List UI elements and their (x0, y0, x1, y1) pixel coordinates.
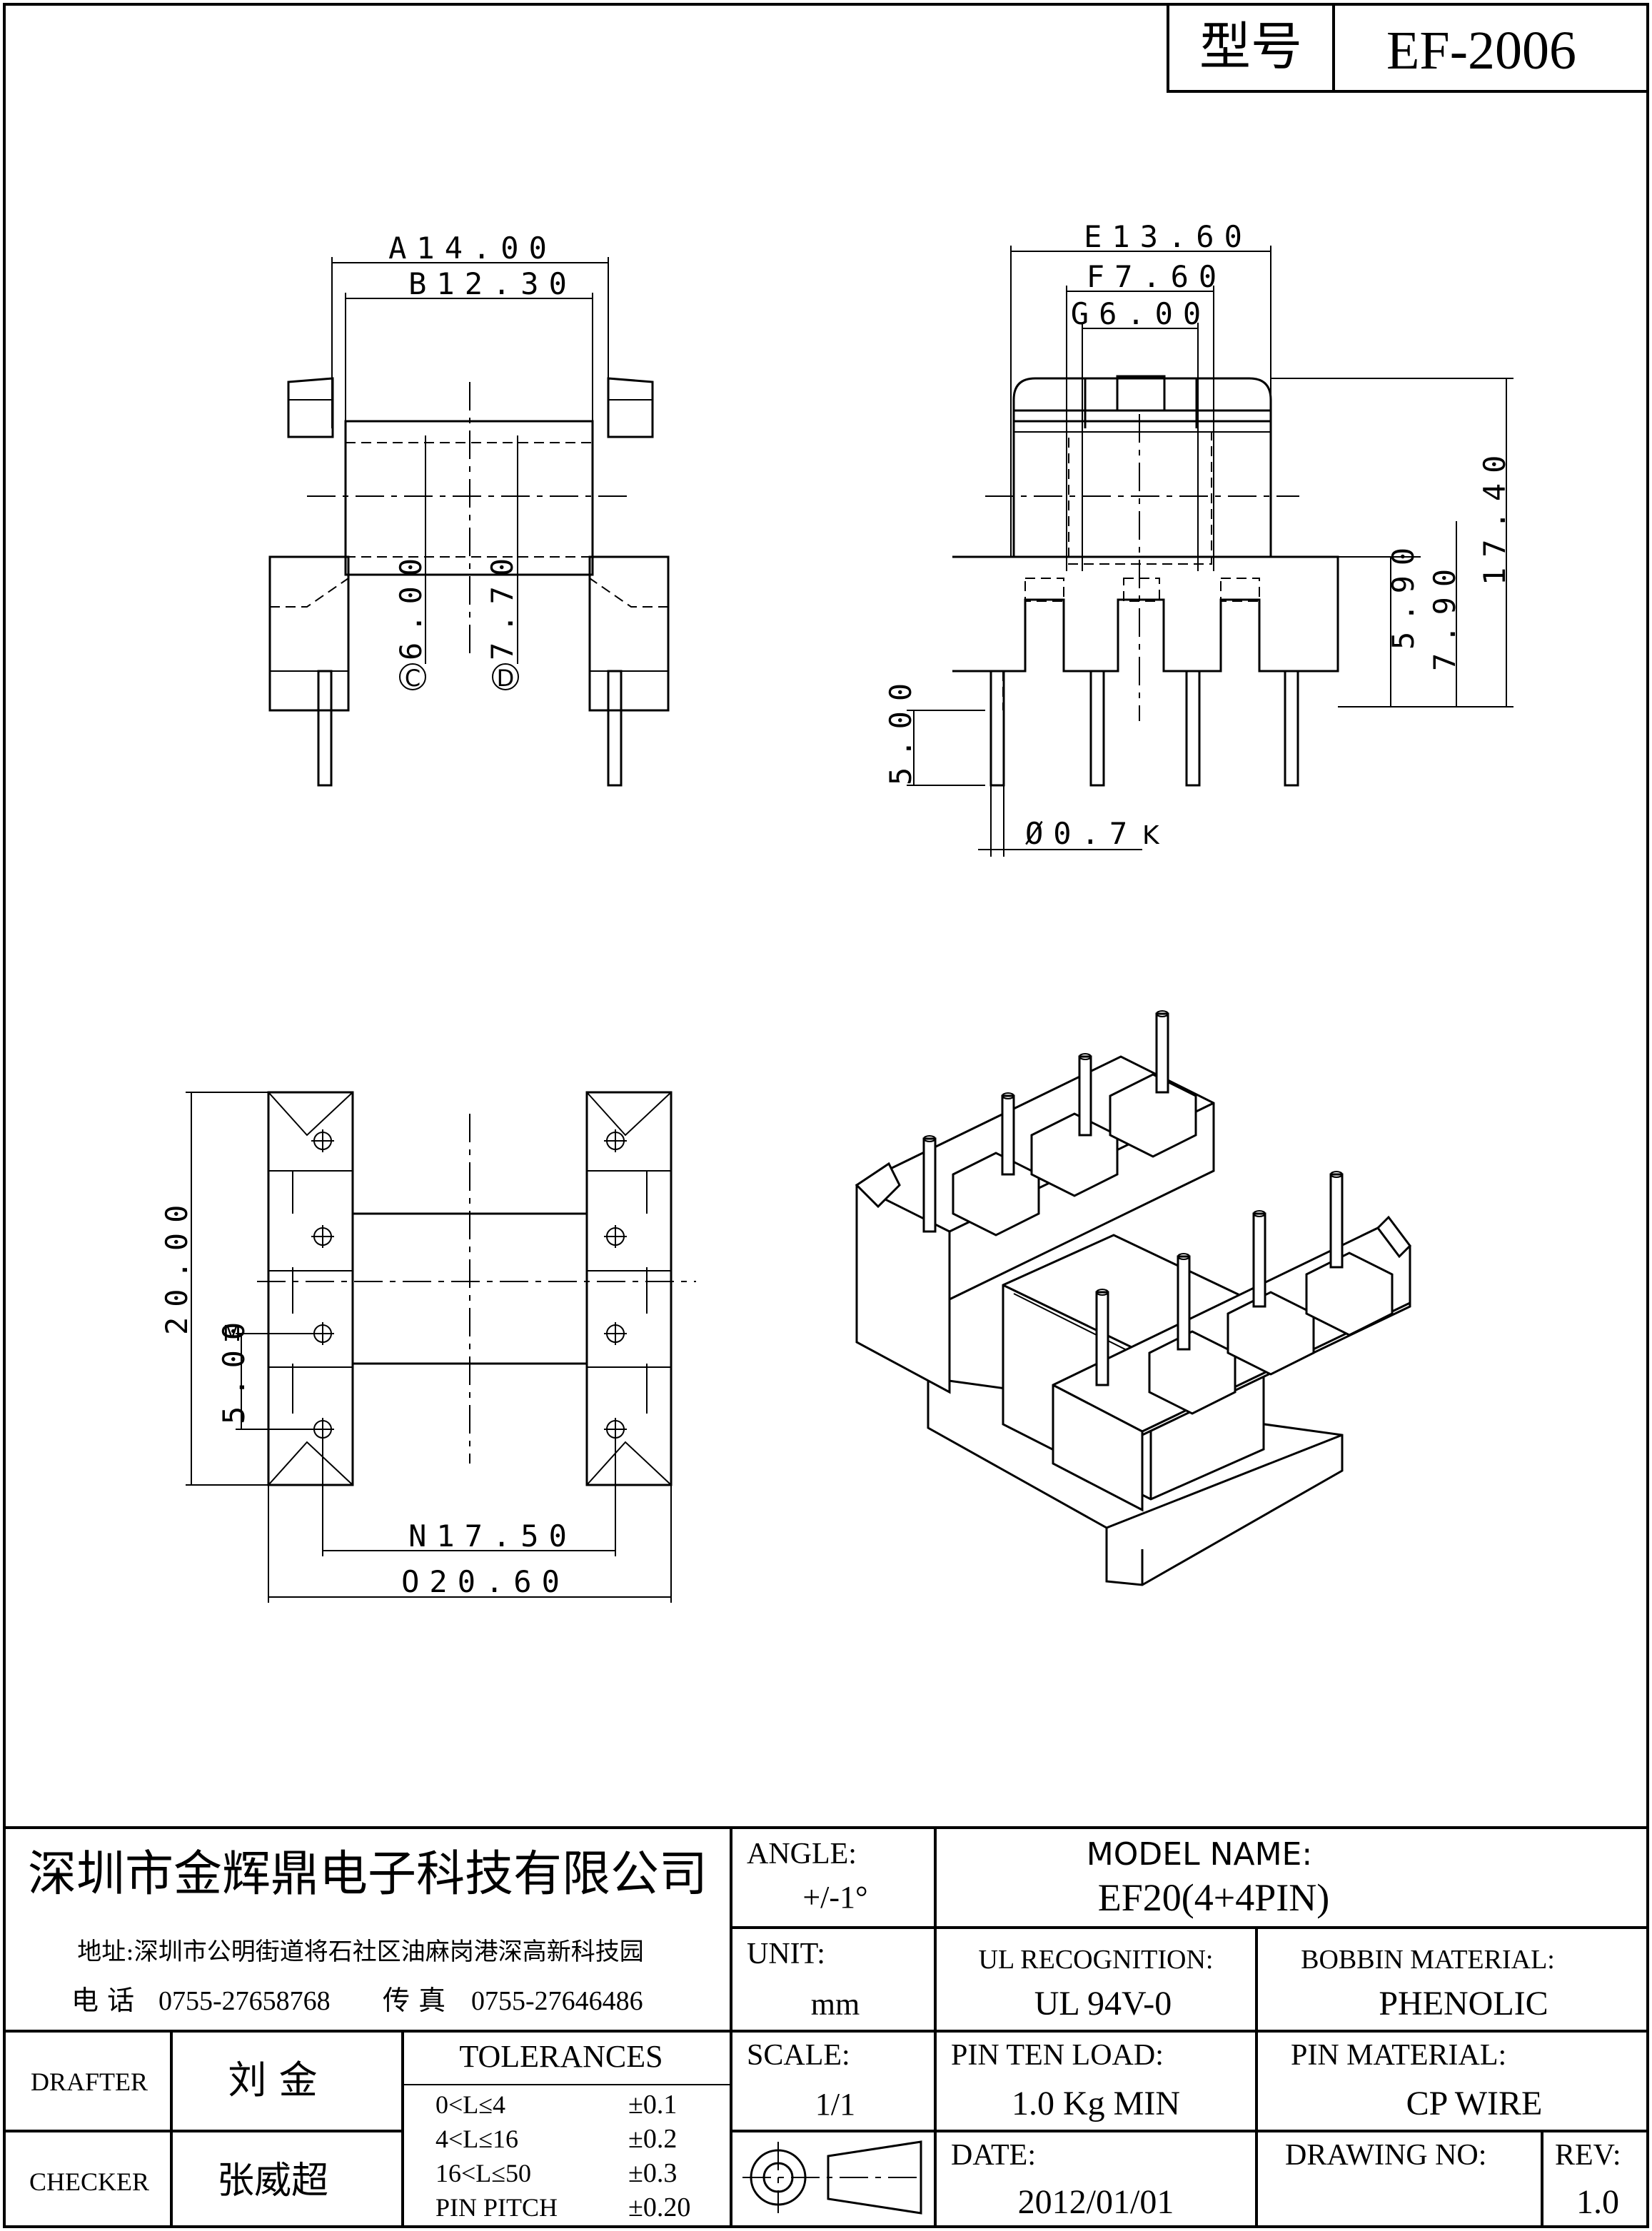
pin-load-value: 1.0 Kg MIN (1012, 2085, 1180, 2122)
pin-markers (311, 1129, 627, 1441)
dim-pin-diameter: Ø0.7 (1025, 816, 1137, 851)
drafter-label: DRAFTER (31, 2068, 148, 2096)
angle-value: +/-1° (802, 1880, 867, 1915)
checker-label: CHECKER (29, 2167, 149, 2196)
bobbin-value: PHENOLIC (1379, 1985, 1548, 2023)
drafter-name: 刘 金 (228, 2058, 317, 2102)
title-block: 深圳市金辉鼎电子科技有限公司 地址:深圳市公明街道将石社区油麻岗港深高新科技园 … (4, 1826, 1648, 2227)
dim-o: O20.60 (401, 1564, 570, 1599)
dim-h59: 5.90 (1386, 538, 1421, 650)
ul-label: UL RECOGNITION: (979, 1945, 1214, 1975)
dim-k-letter: K (1142, 821, 1160, 850)
unit-label: UNIT: (747, 1938, 825, 1970)
dim-h79: 7.90 (1427, 559, 1462, 671)
dim-d-letter: D (497, 665, 515, 692)
scale-label: SCALE: (747, 2039, 850, 2072)
model-label: 型号 (1199, 16, 1302, 76)
dim-g: G6.00 (1071, 296, 1211, 331)
ul-value: UL 94V-0 (1034, 1985, 1172, 2023)
front-view: A14.00 B12.30 6.00 C 7.70 (268, 231, 670, 787)
dim-pin-length: 5.00 (883, 673, 918, 785)
rev-value: 1.0 (1576, 2183, 1619, 2221)
phone-label: 电 话 (71, 1985, 134, 2016)
tolerance-range: PIN PITCH (435, 2193, 558, 2222)
model-name-value: EF20(4+4PIN) (1098, 1876, 1329, 1919)
unit-value: mm (811, 1987, 860, 2022)
drawing-no-label: DRAWING NO: (1285, 2139, 1486, 2172)
bobbin-label: BOBBIN MATERIAL: (1301, 1945, 1555, 1975)
dim-m: 5.00 (216, 1312, 251, 1424)
date-label: DATE: (951, 2139, 1036, 2172)
phone-number: 0755-27658768 (158, 1986, 331, 2016)
tolerance-value: ±0.3 (628, 2158, 677, 2188)
model-value: EF-2006 (1386, 21, 1576, 81)
model-box: 型号 EF-2006 (1167, 3, 1649, 93)
checker-name: 张威超 (217, 2160, 328, 2202)
dim-c: 6.00 (393, 548, 428, 660)
company-address: 地址:深圳市公明街道将石社区油麻岗港深高新科技园 (77, 1938, 643, 1966)
pin-material-label: PIN MATERIAL: (1291, 2039, 1506, 2072)
tolerance-rows: 0<L≤4 ±0.1 4<L≤16 ±0.2 16<L≤50 ±0.3 PIN … (435, 2090, 690, 2222)
pin-load-label: PIN TEN LOAD: (951, 2039, 1164, 2072)
angle-label: ANGLE: (747, 1838, 857, 1870)
dim-h174: 17.40 (1477, 445, 1512, 585)
fax-label: 传 真 (383, 1985, 445, 2016)
bottom-view: 20.00 5.00 M N17.50 O20.60 (159, 1091, 696, 1603)
dim-c-letter: C (405, 665, 420, 692)
tolerance-value: ±0.2 (628, 2124, 677, 2154)
company-name: 深圳市金辉鼎电子科技有限公司 (28, 1846, 707, 1903)
tolerance-value: ±0.20 (628, 2192, 690, 2222)
pin-material-value: CP WIRE (1406, 2085, 1543, 2122)
projection-symbol (742, 2140, 922, 2215)
tolerance-range: 16<L≤50 (435, 2159, 531, 2187)
isometric-view (855, 1010, 1411, 1586)
tolerances-title: TOLERANCES (459, 2039, 663, 2074)
dim-n: N17.50 (408, 1519, 577, 1553)
dim-b: B12.30 (408, 266, 577, 301)
scale-value: 1/1 (815, 2087, 855, 2122)
date-value: 2012/01/01 (1018, 2183, 1174, 2221)
fax-number: 0755-27646486 (471, 1986, 643, 2016)
dim-overall-height: 20.00 (159, 1195, 194, 1335)
dim-d: 7.70 (485, 548, 520, 660)
side-view: E13.60 F7.60 G6.00 (883, 219, 1514, 857)
dim-m-letter: M (223, 1321, 241, 1346)
tolerance-value: ±0.1 (628, 2090, 677, 2120)
dim-e: E13.60 (1084, 219, 1252, 254)
tolerance-range: 0<L≤4 (435, 2090, 505, 2119)
tolerance-range: 4<L≤16 (435, 2125, 518, 2153)
dim-f: F7.60 (1087, 259, 1227, 294)
rev-label: REV: (1555, 2139, 1621, 2172)
model-name-label: MODEL NAME: (1087, 1836, 1312, 1873)
dim-a: A14.00 (388, 231, 557, 266)
sheet-border (3, 3, 1649, 2228)
